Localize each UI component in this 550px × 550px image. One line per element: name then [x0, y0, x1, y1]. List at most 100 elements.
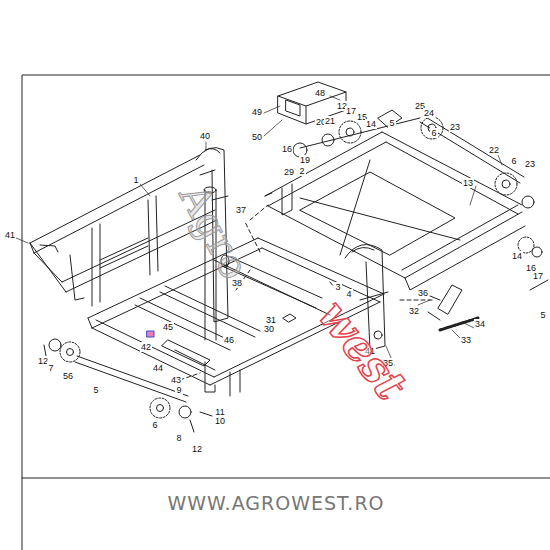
left-frame-stroke: [92, 224, 100, 306]
left-frame-stroke: [30, 243, 66, 292]
callout-number: 29: [283, 167, 295, 177]
exploded-dashes-stroke: [180, 270, 250, 380]
left-frame-stroke: [70, 255, 84, 300]
upper-frame: [265, 132, 525, 290]
shafts-and-sprockets: [44, 110, 548, 432]
callout-number: 41: [4, 230, 16, 240]
leader-lines-stroke: [386, 155, 502, 365]
shafts-and-sprockets-stroke: [67, 349, 74, 356]
callout-number: 10: [214, 416, 226, 426]
shafts-and-sprockets-stroke: [75, 356, 188, 402]
upper-frame-stroke: [300, 160, 460, 255]
shafts-and-sprockets-stroke: [378, 110, 402, 127]
callout-number: 5: [92, 385, 99, 395]
upper-frame-stroke: [402, 205, 522, 278]
sheet-border-stroke: [22, 478, 550, 479]
shafts-and-sprockets-stroke: [346, 128, 354, 136]
sheet-border-stroke: [22, 75, 550, 550]
upper-frame-stroke: [282, 184, 292, 215]
shafts-and-sprockets-stroke: [179, 406, 191, 418]
leader-lines-stroke: [264, 96, 340, 136]
callout-number: 40: [199, 131, 211, 141]
callout-number: 21: [324, 116, 336, 126]
main-frame-stroke: [230, 370, 240, 396]
main-frame-stroke: [88, 318, 92, 328]
callout-number: 5: [388, 118, 395, 128]
callout-number: 7: [47, 363, 54, 373]
callout-number: 6: [151, 420, 158, 430]
leader-lines-stroke: [418, 300, 474, 338]
left-hook-post-stroke: [205, 149, 220, 153]
shafts-and-sprockets-stroke: [44, 345, 194, 432]
callout-number: 19: [299, 155, 311, 165]
callout-number: 23: [449, 122, 461, 132]
main-frame-stroke: [258, 238, 384, 302]
upper-frame-stroke: [265, 193, 405, 278]
callout-number: 48: [314, 88, 326, 98]
callout-number: 13: [462, 178, 474, 188]
callout-number: 32: [408, 306, 420, 316]
callout-number: 24: [423, 108, 435, 118]
left-frame-stroke: [148, 196, 158, 275]
callout-number: 1: [132, 175, 139, 185]
shafts-and-sprockets-stroke: [150, 398, 170, 418]
shafts-and-sprockets-stroke: [495, 173, 517, 195]
plate-part-stroke: [147, 331, 154, 337]
tension-lever-stroke: [440, 318, 478, 330]
shafts-and-sprockets-stroke: [522, 196, 534, 208]
shafts-and-sprockets-stroke: [49, 339, 61, 351]
callout-number: 23: [524, 159, 536, 169]
main-frame-stroke: [205, 362, 215, 392]
callout-number: 33: [460, 335, 472, 345]
callout-number: 6: [510, 156, 517, 166]
callout-number: 9: [175, 385, 182, 395]
logo-watermark: west: [309, 292, 415, 409]
shafts-and-sprockets-stroke: [530, 280, 548, 290]
callout-number: 49: [251, 107, 263, 117]
sheet-border: [22, 75, 550, 550]
callout-number: 44: [152, 363, 164, 373]
callout-number: 6: [430, 128, 437, 138]
callout-number: 5: [539, 310, 546, 320]
tension-lever: [428, 285, 478, 330]
callout-number: 30: [263, 324, 275, 334]
callout-number: 16: [281, 144, 293, 154]
callout-number: 34: [474, 319, 486, 329]
plate-part: [147, 314, 296, 370]
main-frame-stroke: [160, 286, 260, 337]
callout-number: 2: [298, 166, 305, 176]
callout-number: 56: [62, 371, 74, 381]
plate-part-stroke: [162, 340, 210, 366]
callout-number: 22: [488, 145, 500, 155]
callout-number: 43: [170, 375, 182, 385]
shafts-and-sprockets-stroke: [502, 180, 510, 188]
callout-number: 8: [175, 433, 182, 443]
website-watermark: WWW.AGROWEST.RO: [167, 492, 384, 514]
callout-number: 42: [140, 342, 152, 352]
leader-lines: [16, 96, 502, 365]
shafts-and-sprockets-stroke: [157, 405, 164, 412]
shafts-and-sprockets-stroke: [300, 118, 420, 148]
right-hook-post-stroke: [352, 247, 374, 252]
callout-number: 14: [365, 119, 377, 129]
upper-frame-stroke: [382, 132, 522, 214]
shafts-and-sprockets-stroke: [200, 412, 212, 416]
left-frame-stroke: [100, 238, 148, 268]
right-hook-post-stroke: [360, 292, 388, 300]
exploded-dashes-stroke: [245, 205, 432, 300]
top-bracket-stroke: [286, 100, 300, 116]
leader-lines-stroke: [16, 142, 206, 243]
shafts-and-sprockets-stroke: [60, 342, 80, 362]
upper-frame-stroke: [405, 226, 525, 290]
upper-frame-stroke: [300, 172, 455, 255]
shafts-and-sprockets-stroke: [532, 247, 542, 257]
callout-number: 50: [251, 132, 263, 142]
plate-part-stroke: [283, 314, 296, 322]
plate-part-stroke: [175, 350, 215, 370]
shafts-and-sprockets-stroke: [322, 134, 334, 146]
logo-watermark: Agro: [172, 177, 259, 287]
shafts-and-sprockets-stroke: [421, 117, 443, 139]
shafts-and-sprockets-stroke: [339, 121, 361, 143]
